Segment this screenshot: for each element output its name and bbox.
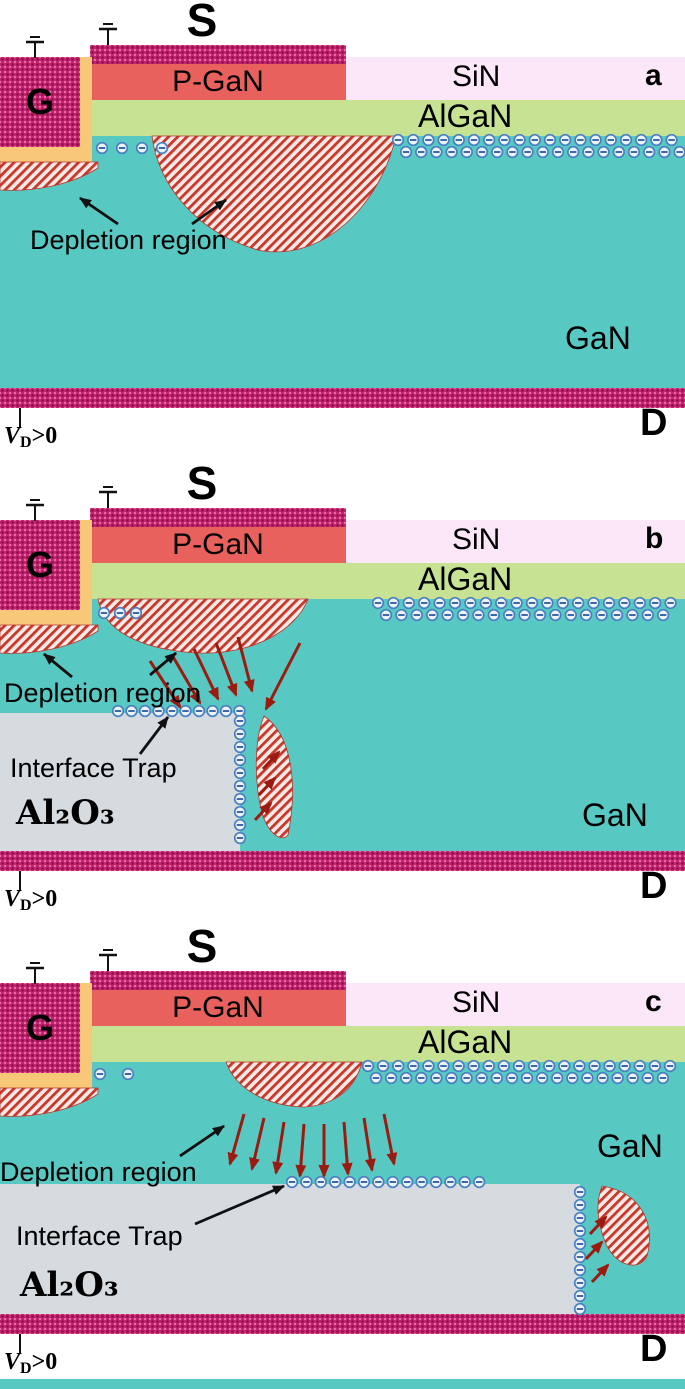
vd-label: VD>0 [4,1349,58,1378]
vd-symbol: V [4,886,21,912]
depletion-region-label: Depletion region [30,225,227,255]
gate-label: G [25,544,54,585]
pgan-layer: P-GaN [90,64,346,100]
drain-label: D [640,402,668,444]
sin-label: SiN [452,60,501,93]
panel-letter: a [645,59,662,92]
pgan-layer: P-GaN [90,990,346,1026]
gan-label: GaN [565,320,631,356]
gate-label: G [25,1007,54,1048]
gate-metal: G [0,520,80,610]
ground-symbol [24,35,46,60]
gan-label: GaN [582,797,648,833]
source-label: S [186,0,218,46]
ground-symbol [97,22,119,47]
source-metal [90,971,346,990]
algan-label: AlGaN [418,561,513,597]
algan-label: AlGaN [418,98,513,134]
vd-symbol: V [4,423,21,449]
al2o3-layer [0,713,240,851]
vd-subscript: D [20,434,32,451]
al2o3-label: Al₂O₃ [20,1265,119,1305]
interface-trap-label: Interface Trap [10,753,177,783]
algan-layer [90,1026,685,1062]
gate-liner-right [80,983,92,1088]
vd-label: VD>0 [4,423,58,452]
al2o3-label: Al₂O₃ [16,793,115,833]
source-metal [90,45,346,64]
ground-symbol [97,948,119,973]
ground-symbol [97,485,119,510]
pgan-layer: P-GaN [90,527,346,563]
sin-label: SiN [452,523,501,556]
gate-label: G [25,81,54,122]
panel-a: P-GaN G S SiN AlGaN a Depletion region G… [0,0,685,463]
gate-liner-right [80,57,92,162]
ground-symbol [24,961,46,986]
depletion-region-label: Depletion region [4,678,201,708]
panel-c: P-GaN G [0,926,685,1389]
drain-label: D [640,1328,668,1370]
pgan-label: P-GaN [172,528,264,561]
gate-liner-right [80,520,92,625]
source-metal [90,508,346,527]
sin-layer [346,983,685,1026]
vd-value: >0 [31,1349,58,1375]
panel-letter: c [645,985,662,1018]
gate-liner-bottom [0,610,92,625]
bottom-gan-strip [0,1379,685,1389]
panel-letter: b [645,522,664,555]
gate-liner-bottom [0,1073,92,1088]
algan-label: AlGaN [418,1024,513,1060]
drain-metal [0,1314,685,1334]
pgan-label: P-GaN [172,991,264,1024]
vd-subscript: D [20,1360,32,1377]
sin-layer [346,520,685,563]
drain-metal [0,388,685,408]
pgan-label: P-GaN [172,65,264,98]
gate-liner-bottom [0,147,92,162]
source-label: S [186,926,218,972]
gate-metal: G [0,57,80,147]
interface-trap-label: Interface Trap [16,1221,183,1251]
algan-layer [90,563,685,599]
drain-metal [0,851,685,871]
gan-label: GaN [597,1128,663,1164]
vd-label: VD>0 [4,886,58,915]
vd-symbol: V [4,1349,21,1375]
sin-label: SiN [452,986,501,1019]
gate-metal: G [0,983,80,1073]
sin-layer [346,57,685,100]
vd-value: >0 [31,423,58,449]
al2o3-layer [0,1184,580,1314]
vd-value: >0 [31,886,58,912]
depletion-region-label: Depletion region [0,1157,197,1187]
panel-b: P-GaN G [0,463,685,926]
source-label: S [186,463,218,509]
ground-symbol [24,498,46,523]
drain-label: D [640,865,668,907]
algan-layer [90,100,685,136]
vd-subscript: D [20,897,32,914]
